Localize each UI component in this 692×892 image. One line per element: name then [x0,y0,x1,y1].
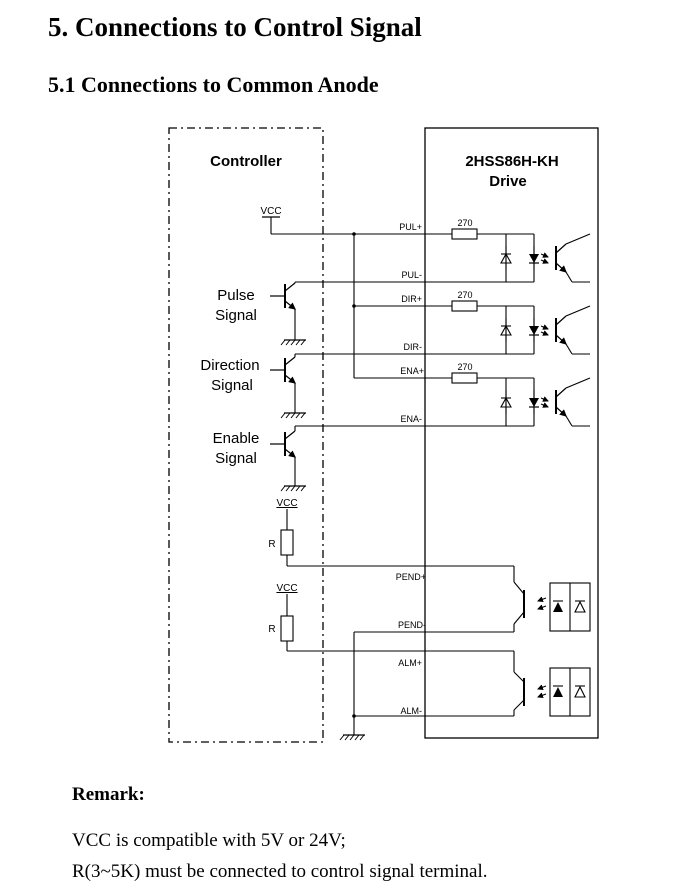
resistor-ena-label: 270 [457,362,472,372]
enable-label-line2: Signal [215,450,257,467]
drive-label-line2: Drive [489,173,527,190]
pulse-label-line2: Signal [215,307,257,324]
controller-label: Controller [210,153,282,170]
vcc-pend-label: VCC [276,498,297,509]
resistor-pul-label: 270 [457,218,472,228]
remark-title: Remark: [72,784,145,805]
vcc-top-label: VCC [260,206,281,217]
terminal-ena-plus: ENA+ [400,366,424,376]
vcc-alm-label: VCC [276,583,297,594]
terminal-alm-plus: ALM+ [398,658,422,668]
terminal-dir-minus: DIR- [404,342,423,352]
resistor-dir-label: 270 [457,290,472,300]
terminal-pend-minus: PEND- [398,620,426,630]
terminal-dir-plus: DIR+ [401,294,422,304]
terminal-pul-plus: PUL+ [399,222,422,232]
drive-label-line1: 2HSS86H-KH [465,153,558,170]
drive-box [424,127,599,739]
section-subtitle: 5.1 Connections to Common Anode [48,72,379,97]
pulse-label-line1: Pulse [217,287,255,304]
terminal-ena-minus: ENA- [400,414,422,424]
direction-label-line2: Signal [211,377,253,394]
r-alm-label: R [268,624,275,635]
terminal-pul-minus: PUL- [401,270,422,280]
controller-box [168,127,324,743]
page-title: 5. Connections to Control Signal [48,12,422,42]
terminal-pend-plus: PEND+ [396,572,426,582]
enable-label-line1: Enable [213,430,260,447]
direction-label-line1: Direction [200,357,259,374]
r-pend-label: R [268,539,275,550]
remark-line-2: R(3~5K) must be connected to control sig… [72,861,488,882]
terminal-alm-minus: ALM- [400,706,422,716]
remark-line-1: VCC is compatible with 5V or 24V; [72,830,346,851]
